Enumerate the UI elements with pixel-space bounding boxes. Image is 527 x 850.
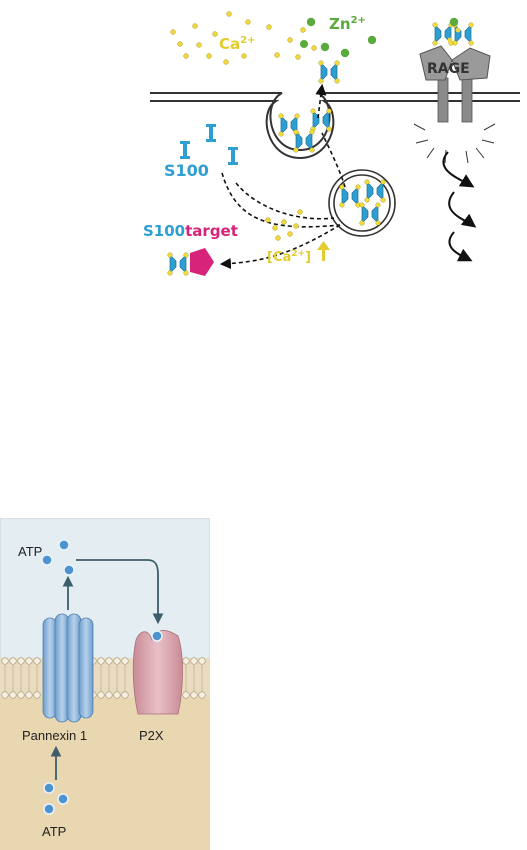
secretion-pathway-arrows [219, 83, 346, 270]
intracellular-calcium [265, 209, 303, 241]
zinc-label: Zn2+ [329, 15, 366, 33]
s100-bound-to-rage [432, 17, 474, 46]
rage-label: RAGE [427, 61, 470, 77]
atp-molecules [41, 539, 163, 815]
zinc-ions [300, 17, 377, 58]
s100-monomers [180, 124, 238, 165]
secretory-vesicle [328, 169, 396, 237]
activation-rays [413, 123, 496, 164]
atp-release-diagram: ATP Pannexin 1 P2X ATP [0, 518, 210, 850]
atp-flow-arrows [50, 559, 164, 780]
atp-bottom-label: ATP [42, 824, 66, 839]
p2x-label: P2X [139, 728, 164, 743]
calcium-increase-label: [Ca2+] [267, 249, 311, 265]
pannexin1-label: Pannexin 1 [22, 728, 87, 743]
up-arrow-icon [317, 241, 330, 261]
downstream-signalling-arrows [442, 151, 477, 262]
target-protein-icon [190, 248, 214, 276]
rage-receptor: RAGE [419, 45, 491, 123]
s100-signalling-diagram: Ca2+ Zn2+ S100 [143, 11, 520, 276]
p2x-receptor [132, 630, 183, 715]
s100-label: S100 [164, 161, 209, 180]
s100-dimer-bound [167, 252, 189, 276]
cytoplasm [0, 696, 210, 850]
s100-target-label: S100target [143, 222, 238, 240]
calcium-ions [170, 11, 317, 65]
atp-top-label: ATP [18, 544, 42, 559]
s100-dimer-released [318, 60, 340, 84]
calcium-label: Ca2+ [219, 35, 255, 53]
pannexin1-channel [42, 613, 94, 723]
plasma-membrane [150, 92, 520, 160]
